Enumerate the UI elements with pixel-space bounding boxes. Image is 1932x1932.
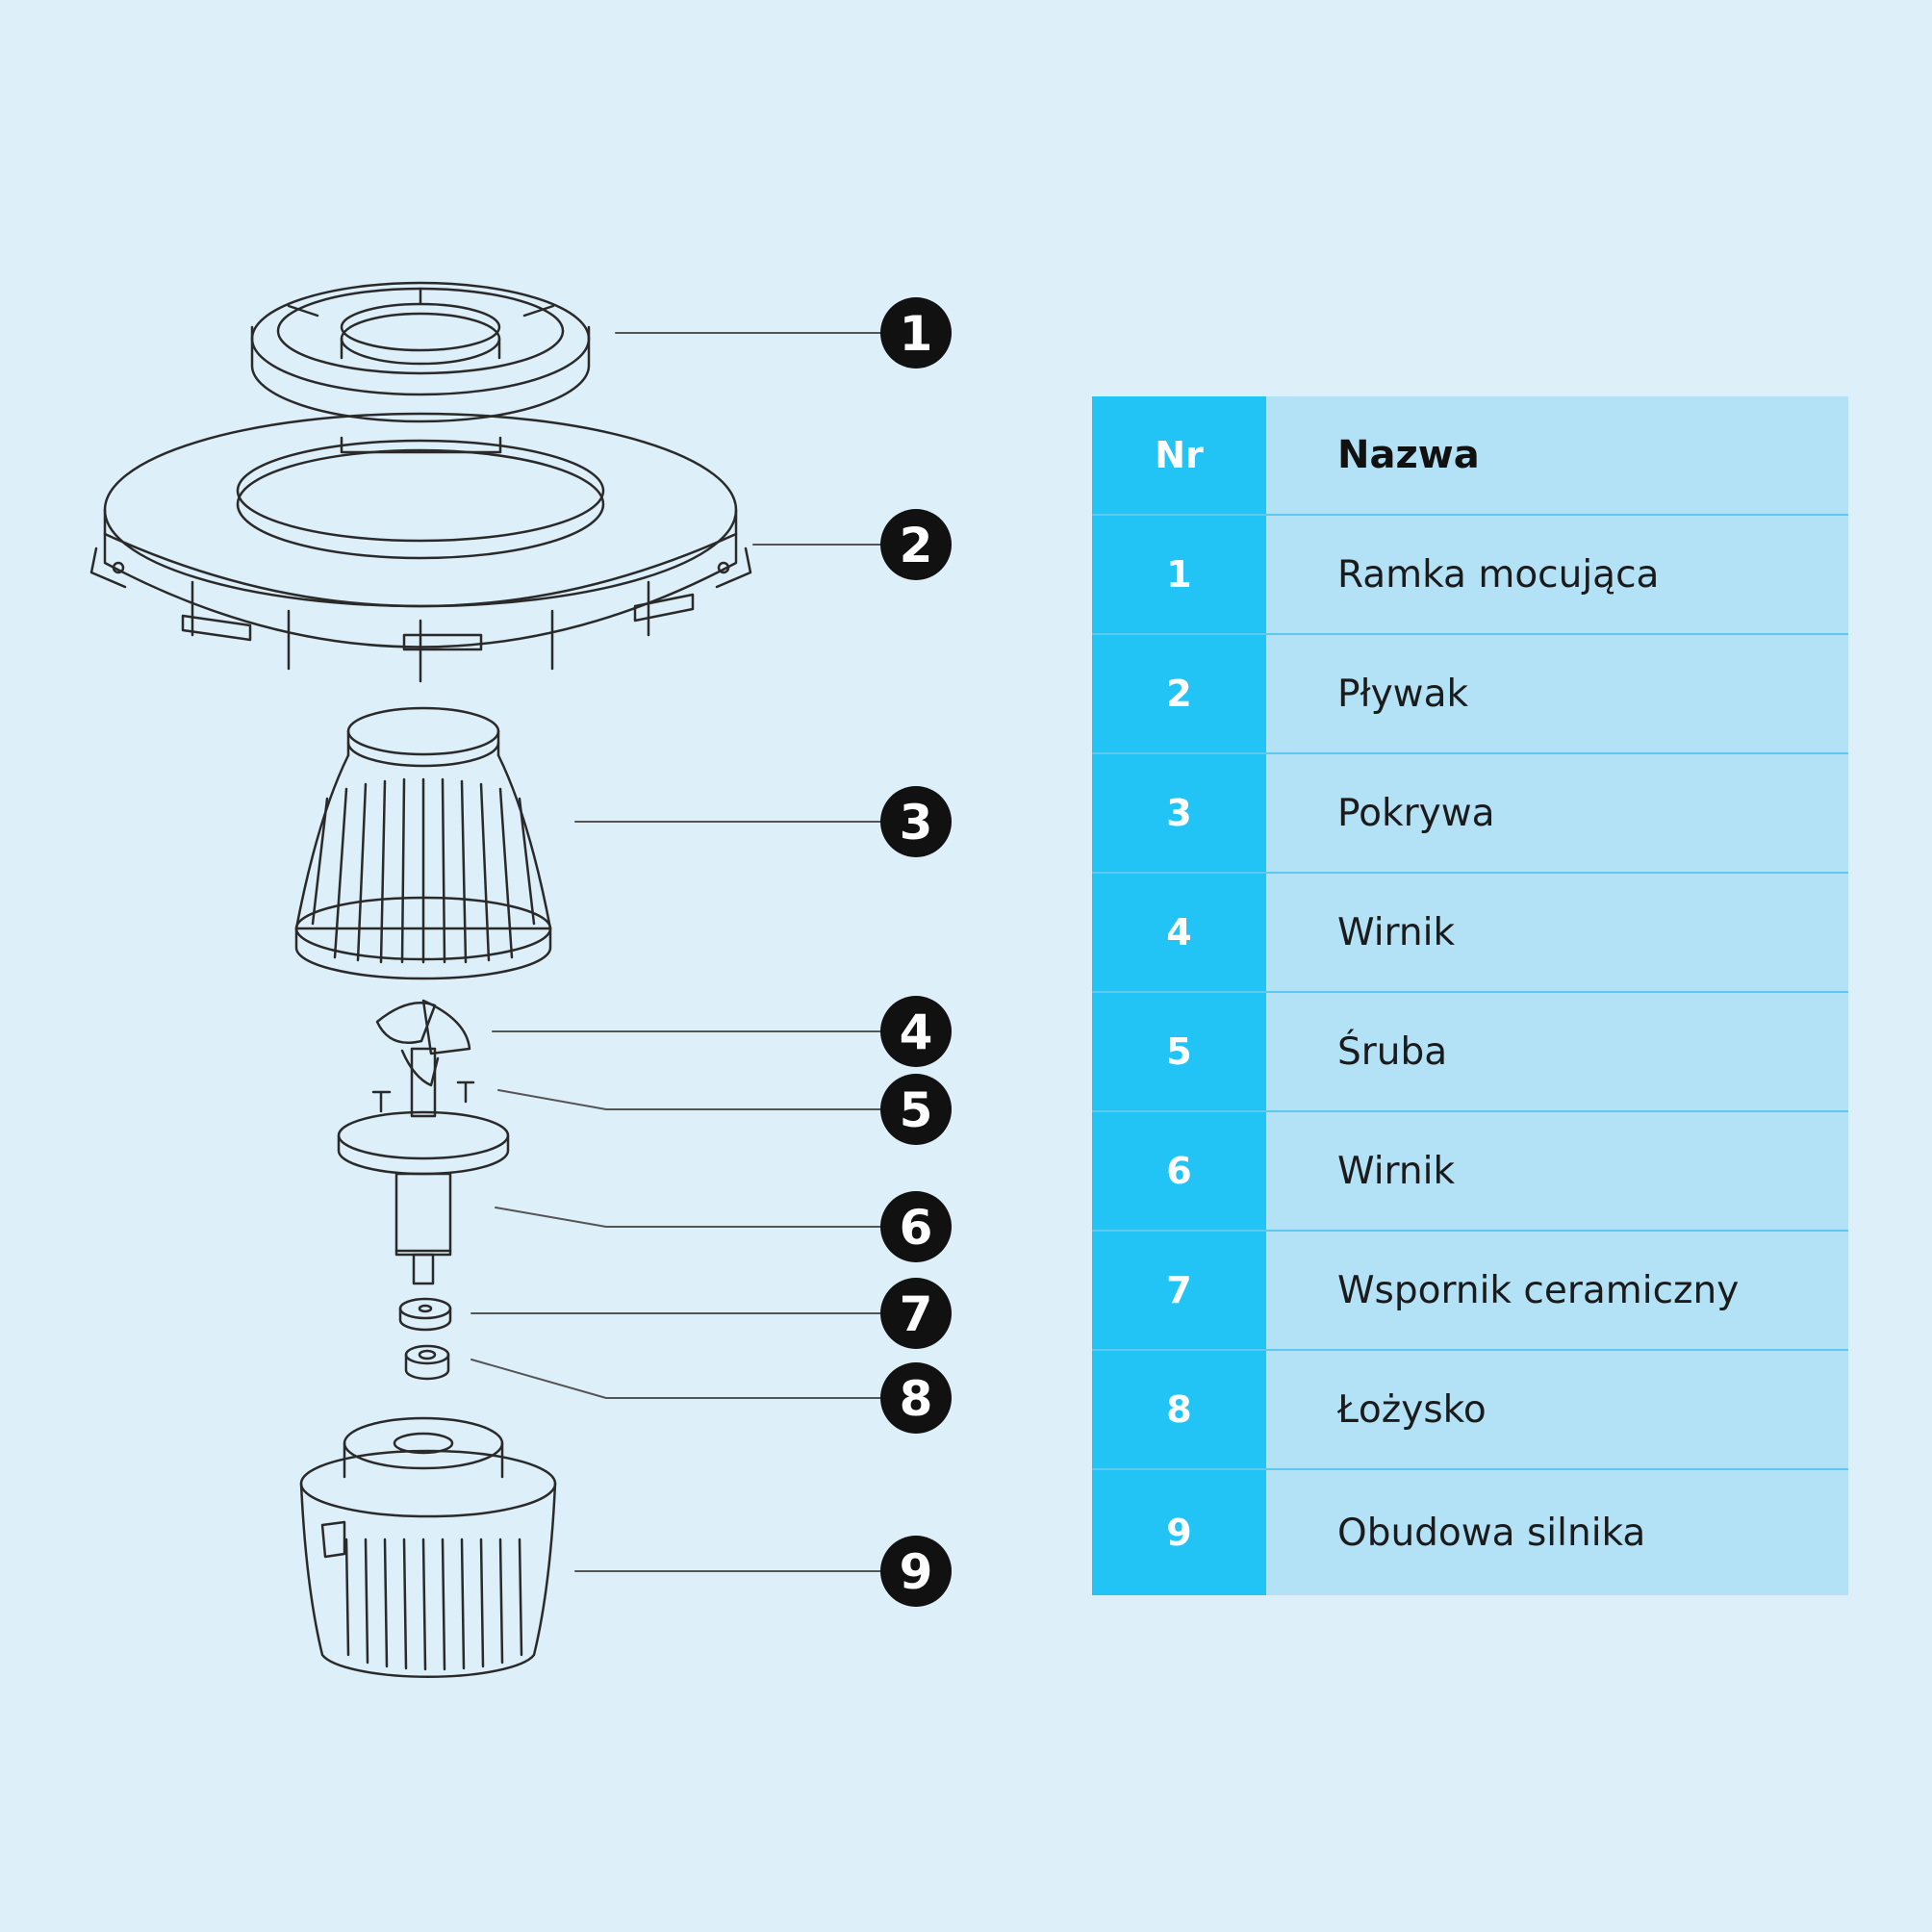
leader-lines bbox=[470, 332, 891, 1572]
part-cover bbox=[294, 706, 552, 980]
table-row: 2 Pływak bbox=[1092, 634, 1848, 754]
part-mounting-frame bbox=[250, 281, 591, 423]
exploded-parts-diagram: 1 2 3 4 5 6 7 8 9 bbox=[89, 281, 952, 1678]
part-float bbox=[89, 412, 752, 683]
part-ceramic-support bbox=[398, 1297, 452, 1332]
row-name: Pokrywa bbox=[1266, 753, 1848, 874]
row-name: Wirnik bbox=[1266, 1111, 1848, 1232]
table-row: 6 Wirnik bbox=[1092, 1111, 1848, 1232]
svg-text:8: 8 bbox=[900, 1371, 933, 1427]
part-motor-housing bbox=[299, 1416, 557, 1678]
row-name: Wirnik bbox=[1266, 873, 1848, 993]
svg-text:5: 5 bbox=[900, 1082, 933, 1138]
svg-text:9: 9 bbox=[900, 1544, 933, 1600]
header-name: Nazwa bbox=[1266, 396, 1848, 516]
row-name: Obudowa silnika bbox=[1266, 1469, 1848, 1595]
row-nr: 8 bbox=[1092, 1350, 1266, 1470]
row-name: Śruba bbox=[1266, 992, 1848, 1112]
callout-1: 1 bbox=[880, 297, 952, 369]
part-rotor bbox=[337, 1110, 510, 1285]
svg-text:2: 2 bbox=[900, 518, 933, 573]
part-impeller-top bbox=[375, 999, 471, 1118]
row-name: Łożysko bbox=[1266, 1350, 1848, 1470]
row-nr: 4 bbox=[1092, 873, 1266, 993]
row-nr: 6 bbox=[1092, 1111, 1266, 1232]
table-row: 7 Wspornik ceramiczny bbox=[1092, 1231, 1848, 1351]
row-name: Pływak bbox=[1266, 634, 1848, 754]
callout-8: 8 bbox=[880, 1362, 952, 1434]
table-row: 4 Wirnik bbox=[1092, 873, 1848, 993]
callout-3: 3 bbox=[880, 786, 952, 857]
callout-9: 9 bbox=[880, 1536, 952, 1607]
table-row: 8 Łożysko bbox=[1092, 1350, 1848, 1470]
row-nr: 9 bbox=[1092, 1469, 1266, 1595]
table-row: 1 Ramka mocująca bbox=[1092, 515, 1848, 635]
parts-table: Nr Nazwa 1 Ramka mocująca 2 Pływak 3 Pok… bbox=[1092, 396, 1848, 1595]
row-name: Wspornik ceramiczny bbox=[1266, 1231, 1848, 1351]
callout-2: 2 bbox=[880, 509, 952, 580]
row-nr: 1 bbox=[1092, 515, 1266, 635]
table-row: 3 Pokrywa bbox=[1092, 753, 1848, 874]
row-nr: 5 bbox=[1092, 992, 1266, 1112]
callout-7: 7 bbox=[880, 1278, 952, 1349]
row-nr: 2 bbox=[1092, 634, 1266, 754]
svg-text:3: 3 bbox=[900, 795, 933, 851]
part-screws bbox=[371, 1080, 475, 1113]
table-row: 9 Obudowa silnika bbox=[1092, 1469, 1848, 1595]
part-bearing bbox=[404, 1344, 450, 1381]
svg-text:4: 4 bbox=[900, 1004, 933, 1060]
callout-6: 6 bbox=[880, 1191, 952, 1262]
row-name: Ramka mocująca bbox=[1266, 515, 1848, 635]
callout-5: 5 bbox=[880, 1074, 952, 1145]
table-header-row: Nr Nazwa bbox=[1092, 396, 1848, 516]
row-nr: 7 bbox=[1092, 1231, 1266, 1351]
header-nr: Nr bbox=[1092, 396, 1266, 516]
table-row: 5 Śruba bbox=[1092, 992, 1848, 1112]
svg-text:6: 6 bbox=[900, 1200, 933, 1256]
svg-text:1: 1 bbox=[900, 306, 933, 362]
svg-text:7: 7 bbox=[900, 1286, 933, 1342]
row-nr: 3 bbox=[1092, 753, 1266, 874]
callout-4: 4 bbox=[880, 996, 952, 1067]
